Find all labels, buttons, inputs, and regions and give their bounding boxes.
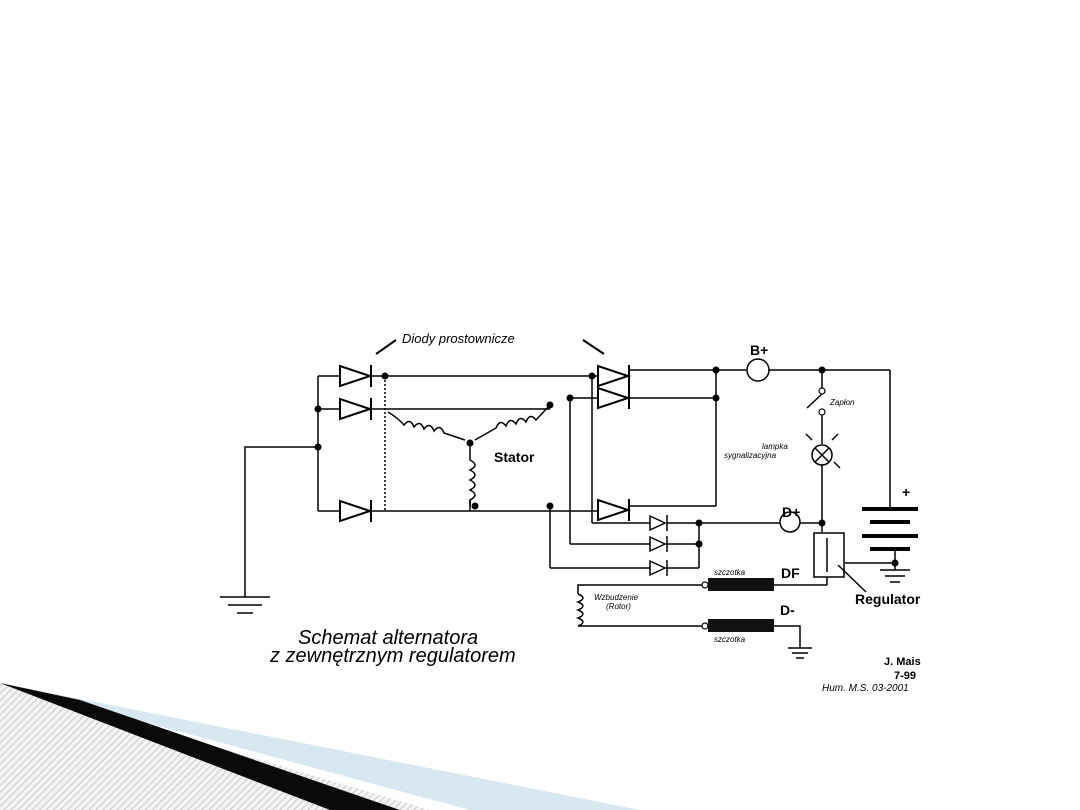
brush-bottom-label: szczotka: [714, 635, 746, 644]
diode-left-1: [339, 364, 374, 388]
stator-label: Stator: [494, 449, 535, 465]
positive-bus: [629, 366, 746, 507]
d-minus-label: D-: [780, 602, 795, 618]
excitation-label-1: Wzbudzenie: [594, 593, 639, 602]
diode-right-2: [597, 386, 632, 410]
diode-left-3: [339, 499, 374, 523]
b-plus-label: B+: [750, 342, 768, 358]
credit-label: Hum. M.S. 03-2001: [822, 683, 909, 694]
stator-winding: Stator: [387, 404, 551, 511]
d-plus-label: D+: [782, 504, 800, 520]
regulator-label: Regulator: [855, 591, 921, 607]
corner-ribbon-decoration: [0, 683, 640, 810]
exciter-diodes: [549, 376, 780, 577]
excitation-label-2: (Rotor): [606, 602, 631, 611]
terminal-b-plus: B+: [746, 342, 890, 382]
warning-lamp: lampka sygnalizacyjna: [724, 433, 841, 532]
terminal-d-plus: D+: [779, 504, 822, 533]
rectifier-diodes-label: Diody prostownicze: [402, 331, 515, 346]
lamp-label-1: lampka: [762, 442, 788, 451]
brush-top: szczotka DF: [701, 565, 800, 591]
diagram-title-line-1: Schemat alternatora: [298, 627, 478, 649]
phase-wiring: [371, 372, 598, 512]
brush-top-label: szczotka: [714, 568, 746, 577]
regulator: Regulator: [774, 532, 921, 607]
date-label: 7-99: [894, 670, 916, 682]
ignition-switch: Zapłon: [806, 370, 855, 444]
diagram-title-line-2: z zewnętrznym regulatorem: [269, 645, 516, 667]
brush-bottom: szczotka D-: [701, 602, 812, 659]
lamp-label-2: sygnalizacyjna: [724, 451, 777, 460]
battery: +: [845, 370, 918, 583]
df-label: DF: [781, 565, 800, 581]
left-ground-connection: [220, 375, 340, 614]
alternator-schematic: Diody prostownicze Stator: [220, 331, 921, 694]
battery-plus-label: +: [902, 484, 910, 500]
diode-left-2: [339, 397, 374, 421]
ignition-label: Zapłon: [829, 398, 855, 407]
author-label: J. Mais: [884, 656, 921, 668]
diode-right-1: [597, 364, 632, 388]
rotor-winding: Wzbudzenie (Rotor): [575, 584, 702, 627]
diode-right-3: [597, 498, 632, 522]
